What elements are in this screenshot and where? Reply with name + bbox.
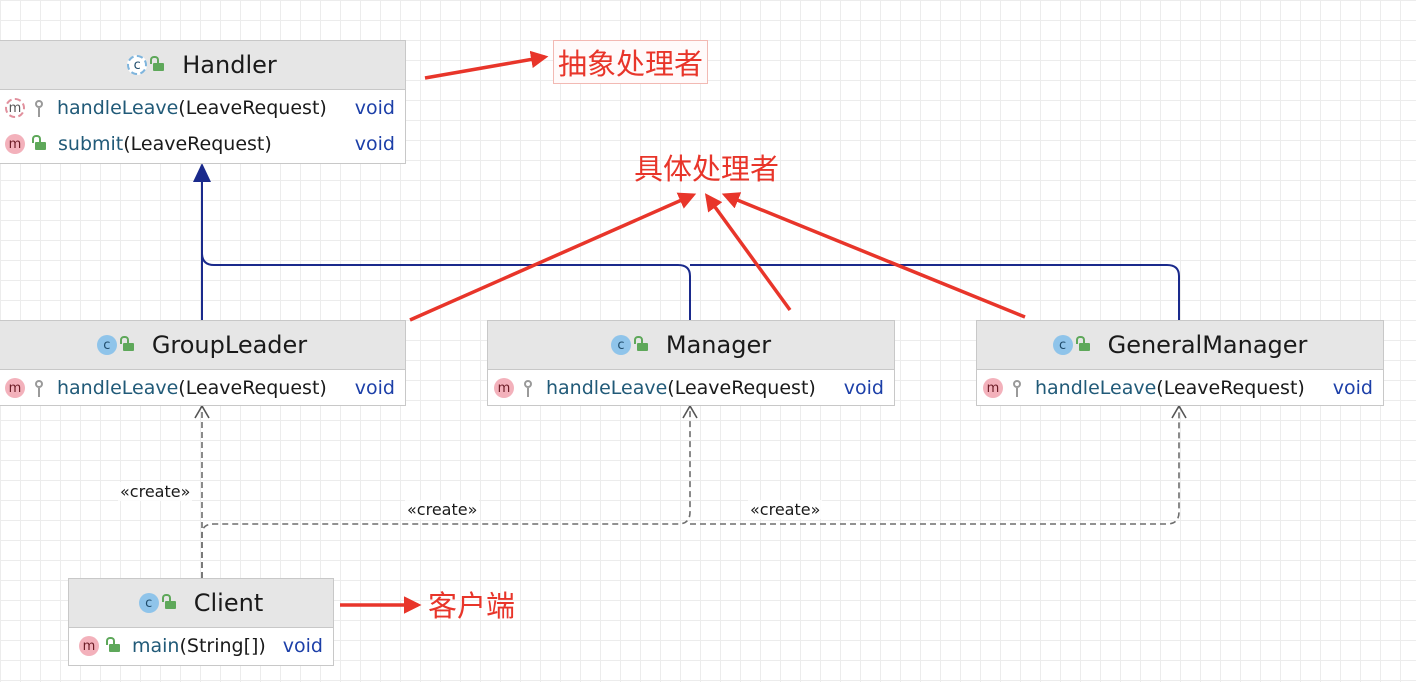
method-icon: m (5, 378, 25, 398)
class-icon: c (96, 335, 117, 355)
class-name: Handler (182, 51, 277, 79)
method-name: handleLeave (57, 97, 179, 119)
method-params: (LeaveRequest) (178, 377, 327, 399)
method-row[interactable]: m main(String[]) void (69, 628, 333, 664)
arrow-to-abstract-label (424, 50, 549, 80)
method-icon: m (983, 378, 1003, 398)
method-icon: m (5, 134, 25, 154)
inheritance-arrowhead (193, 163, 211, 182)
method-name: handleLeave (1035, 377, 1157, 399)
class-header: c Handler (0, 41, 405, 90)
inheritance-lines (201, 165, 1180, 320)
method-row[interactable]: m handleLeave(LeaveRequest) void (0, 90, 405, 126)
key-icon (35, 380, 43, 397)
class-name: Manager (665, 331, 772, 359)
client-class[interactable]: c Client m main(String[]) void (68, 578, 334, 666)
arrow-general-manager-to-concrete-label (721, 192, 1026, 319)
return-type: void (843, 377, 884, 399)
class-header: c GroupLeader (0, 321, 405, 370)
class-icon: c (610, 335, 631, 355)
general-manager-class[interactable]: c GeneralManager m handleLeave(LeaveRequ… (976, 320, 1384, 406)
method-params: (LeaveRequest) (1156, 377, 1305, 399)
lock-icon (161, 594, 176, 609)
client-annotation: 客户端 (428, 589, 516, 623)
create-label-general-manager: «create» (748, 500, 823, 519)
method-signature: main(String[]) (132, 635, 273, 657)
annotation-arrows (340, 50, 1026, 614)
class-header: c Client (69, 579, 333, 628)
return-type: void (354, 97, 395, 119)
inheritance-manager (201, 252, 691, 320)
method-row[interactable]: m handleLeave(LeaveRequest) void (0, 370, 405, 406)
dependency-client-manager (201, 407, 691, 578)
dependency-arrowheads (194, 404, 1187, 419)
key-icon (35, 100, 43, 117)
method-signature: handleLeave(LeaveRequest) (1035, 377, 1323, 399)
method-name: handleLeave (57, 377, 179, 399)
method-row[interactable]: m handleLeave(LeaveRequest) void (977, 370, 1383, 406)
method-params: (String[]) (179, 635, 266, 657)
handler-class[interactable]: c Handler m handleLeave(LeaveRequest) vo… (0, 40, 406, 164)
method-name: handleLeave (546, 377, 668, 399)
return-type: void (354, 133, 395, 155)
abstract-class-icon: c (127, 55, 148, 75)
class-name: GroupLeader (151, 331, 308, 359)
class-icon: c (1052, 335, 1073, 355)
return-type: void (282, 635, 323, 657)
abstract-handler-annotation: 抽象处理者 (553, 40, 709, 84)
create-dependency-lines (201, 407, 1180, 578)
class-name: Client (193, 589, 264, 617)
method-signature: handleLeave(LeaveRequest) (57, 377, 345, 399)
key-icon (524, 380, 532, 397)
lock-icon (119, 336, 134, 351)
lock-icon (150, 56, 165, 71)
abstract-method-icon: m (5, 98, 25, 118)
runnable-class-icon: c (138, 593, 159, 613)
method-params: (LeaveRequest) (178, 97, 327, 119)
lock-icon (633, 336, 648, 351)
method-row[interactable]: m submit(LeaveRequest) void (0, 126, 405, 162)
method-name: submit (58, 133, 124, 155)
method-name: main (132, 635, 180, 657)
manager-class[interactable]: c Manager m handleLeave(LeaveRequest) vo… (487, 320, 895, 406)
arrow-group-leader-to-concrete-label (409, 192, 697, 322)
inheritance-general-manager (690, 264, 1180, 320)
method-row[interactable]: m handleLeave(LeaveRequest) void (488, 370, 894, 406)
lock-icon (1075, 336, 1090, 351)
key-icon (1013, 380, 1021, 397)
static-method-icon: m (79, 636, 99, 656)
create-label-manager: «create» (405, 500, 480, 519)
method-params: (LeaveRequest) (123, 133, 272, 155)
method-params: (LeaveRequest) (667, 377, 816, 399)
lock-icon (106, 637, 120, 652)
method-icon: m (494, 378, 514, 398)
create-label-group-leader: «create» (118, 482, 193, 501)
class-header: c Manager (488, 321, 894, 370)
method-signature: handleLeave(LeaveRequest) (57, 97, 345, 119)
return-type: void (354, 377, 395, 399)
group-leader-class[interactable]: c GroupLeader m handleLeave(LeaveRequest… (0, 320, 406, 406)
concrete-handler-annotation: 具体处理者 (634, 152, 780, 186)
class-header: c GeneralManager (977, 321, 1383, 370)
return-type: void (1332, 377, 1373, 399)
method-signature: submit(LeaveRequest) (58, 133, 345, 155)
arrow-manager-to-concrete-label (704, 193, 792, 312)
lock-icon (32, 135, 46, 150)
method-signature: handleLeave(LeaveRequest) (546, 377, 834, 399)
class-name: GeneralManager (1107, 331, 1308, 359)
